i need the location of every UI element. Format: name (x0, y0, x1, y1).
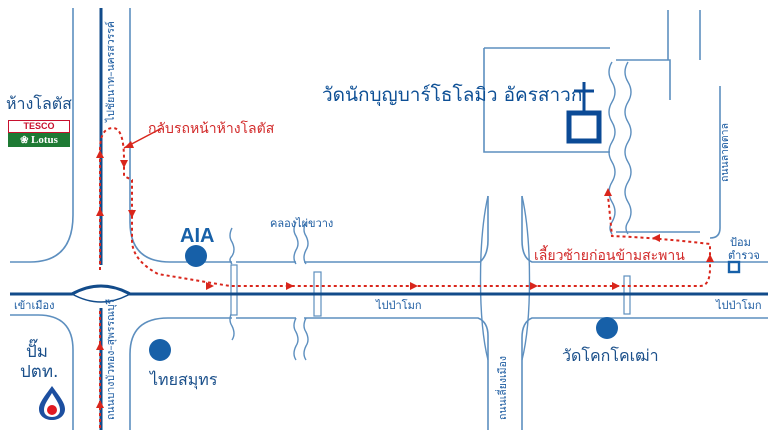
bypass-edge-sw (304, 317, 489, 430)
flyover (479, 195, 531, 361)
canal-label: คลองไผ่ขวาง (270, 217, 334, 230)
watkok-marker (596, 317, 618, 339)
police-box-icon (727, 260, 741, 274)
road-edge-nw (10, 8, 74, 263)
west-label: เข้าเมือง (14, 299, 55, 312)
route-arrows (96, 150, 714, 408)
church-icon (566, 82, 602, 144)
road-outlines (10, 8, 768, 430)
police-label-1: ป้อม (730, 236, 751, 249)
uturn-pointer-head (124, 141, 134, 148)
bypass-edge-nw (304, 196, 489, 263)
side-road-label: ถนนลาดตาล (719, 122, 731, 182)
medians (10, 8, 768, 430)
church-road-edge-w (483, 48, 610, 153)
church-title: วัดนักบุญบาร์โธโลมิว อัครสาวก (322, 84, 583, 106)
south-road-label: ถนนบางบัวทอง–สุพรรณบุรี (105, 298, 117, 420)
roundabout-lower (71, 293, 131, 303)
watkok-label: วัดโคกโคเฒ่า (562, 346, 659, 365)
ladtan-road-edge (709, 86, 721, 239)
ptt-label-2: ปตท. (20, 362, 59, 382)
road-edge-ne (129, 8, 232, 263)
lotus-logo: TESCO ❀ Lotus (8, 120, 70, 147)
bridge-1 (230, 264, 238, 316)
lotus-label: ห้างโลตัส (6, 94, 72, 113)
uturn-instruction: กลับรถหน้าห้างโลตัส (148, 121, 275, 137)
east-label-1: ไปป่าโมก (376, 299, 422, 312)
aia-marker (185, 245, 207, 267)
north-road-label: ไปชัยนาท–นครสวรรค์ (105, 21, 117, 122)
bypass-edge-ne (521, 196, 768, 263)
east-label-2: ไปป่าโมก (716, 299, 762, 312)
lotus-logo-bottom: Lotus (30, 134, 58, 146)
road-edge-sw (10, 314, 74, 430)
median-main (10, 284, 768, 296)
bypass-label: ถนนเลี่ยงเมือง (497, 356, 509, 420)
thaisamut-marker (149, 339, 171, 361)
ptt-flame-icon (39, 386, 65, 420)
aia-label: AIA (180, 225, 215, 247)
lotus-flower-icon: ❀ (20, 135, 31, 146)
ptt-label-1: ปั๊ม (26, 342, 48, 362)
river-lines (229, 61, 632, 361)
police-label-2: ตำรวจ (728, 249, 760, 262)
bridges (230, 264, 631, 317)
lotus-logo-top: TESCO (8, 120, 70, 133)
thaisamut-label: ไทยสมุทร (150, 370, 218, 389)
road-edge-se (129, 317, 232, 430)
bypass-edge-se (521, 317, 768, 430)
turn-instruction: เลี้ยวซ้ายก่อนข้ามสะพาน (534, 248, 685, 264)
